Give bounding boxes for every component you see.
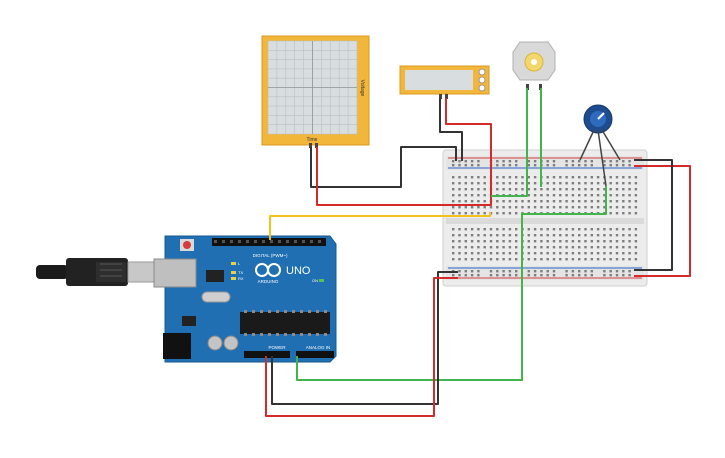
rx-led bbox=[231, 277, 236, 280]
regulator bbox=[182, 316, 196, 326]
wire-motor-green-1[interactable] bbox=[491, 88, 528, 197]
wire-rail-black-right[interactable] bbox=[634, 159, 673, 271]
multimeter-knob-2[interactable] bbox=[478, 76, 486, 84]
motor-pin-2[interactable] bbox=[539, 84, 542, 90]
on-led bbox=[319, 279, 324, 282]
wire-signal-yellow[interactable] bbox=[269, 212, 491, 240]
y-axis-label: Voltage bbox=[359, 80, 365, 97]
x-axis-label: Time bbox=[307, 137, 318, 143]
analog-header bbox=[296, 351, 334, 358]
wire-analog-green[interactable] bbox=[296, 186, 607, 381]
arduino-logo bbox=[255, 263, 281, 277]
oscilloscope[interactable]: Time Voltage bbox=[261, 35, 370, 148]
wire-power-black[interactable] bbox=[271, 271, 458, 405]
atmega-chip bbox=[240, 312, 330, 334]
wire-osc-black[interactable] bbox=[310, 146, 457, 188]
l-label: L bbox=[238, 261, 241, 266]
capacitor-1 bbox=[207, 335, 223, 351]
oscilloscope-pin-neg[interactable] bbox=[309, 143, 312, 148]
multimeter-pin-com[interactable] bbox=[439, 94, 442, 99]
crystal bbox=[201, 291, 231, 303]
on-label: ON bbox=[312, 278, 318, 283]
power-label: POWER bbox=[268, 345, 286, 350]
reset-button[interactable] bbox=[183, 241, 191, 249]
brand-label: ARDUINO bbox=[258, 279, 279, 284]
multimeter[interactable] bbox=[399, 65, 490, 99]
breadboard[interactable] bbox=[442, 149, 648, 287]
wire-meter-red[interactable] bbox=[445, 98, 492, 180]
wire-pot-leg-3[interactable] bbox=[601, 129, 621, 161]
wire-power-red[interactable] bbox=[265, 277, 458, 417]
arduino-uno-board[interactable]: DIGITAL (PWM~) UNO ARDUINO L TX RX ON bbox=[153, 235, 337, 363]
wire-osc-red[interactable] bbox=[316, 147, 492, 206]
model-label: UNO bbox=[286, 265, 311, 277]
oscilloscope-pin-pos[interactable] bbox=[315, 143, 318, 148]
motor-pin-1[interactable] bbox=[526, 84, 529, 90]
breadboard-holes[interactable] bbox=[452, 160, 638, 277]
wires[interactable] bbox=[265, 88, 691, 417]
multimeter-knob-1[interactable] bbox=[478, 68, 486, 76]
dc-motor[interactable] bbox=[512, 41, 556, 90]
l-led bbox=[231, 262, 236, 265]
multimeter-knob-3[interactable] bbox=[478, 84, 486, 92]
capacitor-2 bbox=[223, 335, 239, 351]
tx-led bbox=[231, 271, 236, 274]
potentiometer-knob-indicator bbox=[597, 112, 605, 120]
tx-label: TX bbox=[238, 270, 243, 275]
wire-pot-leg-2[interactable] bbox=[597, 129, 607, 187]
wire-rail-red-right[interactable] bbox=[634, 165, 691, 277]
wire-meter-black[interactable] bbox=[439, 98, 463, 161]
multimeter-display bbox=[405, 70, 473, 90]
rx-label: RX bbox=[238, 276, 244, 281]
digital-header bbox=[212, 238, 326, 246]
motor-shaft bbox=[531, 59, 537, 65]
wire-pot-leg-1[interactable] bbox=[579, 129, 595, 161]
analog-label: ANALOG IN bbox=[306, 345, 331, 350]
usb-chip bbox=[206, 270, 224, 282]
power-header bbox=[244, 351, 290, 358]
digital-label: DIGITAL (PWM~) bbox=[253, 253, 288, 258]
potentiometer[interactable] bbox=[583, 104, 613, 134]
multimeter-pin-v[interactable] bbox=[445, 94, 448, 99]
